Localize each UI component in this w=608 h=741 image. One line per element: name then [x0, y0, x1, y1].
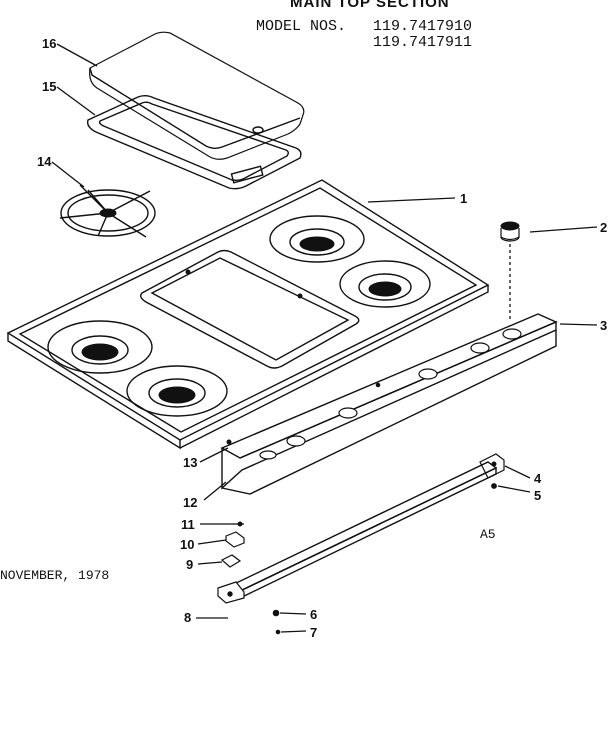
- callout-7: 7: [310, 625, 317, 640]
- model-number-2: 119.7417911: [373, 34, 473, 51]
- part-2-knob: [500, 221, 520, 320]
- callout-3: 3: [600, 318, 607, 333]
- rail-assembly: [217, 461, 498, 604]
- callout-6: 6: [310, 607, 317, 622]
- part-5-screw: [491, 483, 497, 489]
- part-16-cover: [89, 31, 305, 160]
- part-10-spacer: [225, 531, 245, 548]
- callout-2: 2: [600, 220, 607, 235]
- model-number-1: 119.7417910: [373, 18, 473, 35]
- callout-14: 14: [37, 154, 52, 169]
- callout-16: 16: [42, 36, 56, 51]
- leader-lines: [51, 43, 598, 633]
- callout-4: 4: [534, 471, 542, 486]
- callout-5: 5: [534, 488, 541, 503]
- diagram-title: MAIN TOP SECTION: [290, 0, 450, 11]
- part-14-grate: [59, 184, 156, 238]
- part-7-washer: [275, 629, 281, 635]
- part-9-clip: [220, 554, 242, 568]
- callout-15: 15: [42, 79, 56, 94]
- part-1-main-top: [6, 179, 490, 450]
- callout-11: 11: [181, 517, 195, 532]
- diagram-date: NOVEMBER, 1978: [0, 568, 110, 583]
- part-6-screw: [272, 609, 280, 617]
- part-3-panel: [220, 313, 558, 495]
- callout-10: 10: [180, 537, 194, 552]
- part-15-frame: [86, 95, 302, 190]
- callout-1: 1: [460, 191, 467, 206]
- callout-13: 13: [183, 455, 197, 470]
- part-11-screw: [232, 521, 244, 527]
- callout-9: 9: [186, 557, 193, 572]
- model-label: MODEL NOS.: [256, 18, 347, 35]
- callout-12: 12: [183, 495, 197, 510]
- part-13-screw: [226, 439, 232, 445]
- page-code: A5: [480, 527, 496, 542]
- callout-8: 8: [184, 610, 191, 625]
- callout-numbers: 16 15 14 1 2 3 4 5 13 12 11 10 9 8 6 7: [37, 36, 607, 640]
